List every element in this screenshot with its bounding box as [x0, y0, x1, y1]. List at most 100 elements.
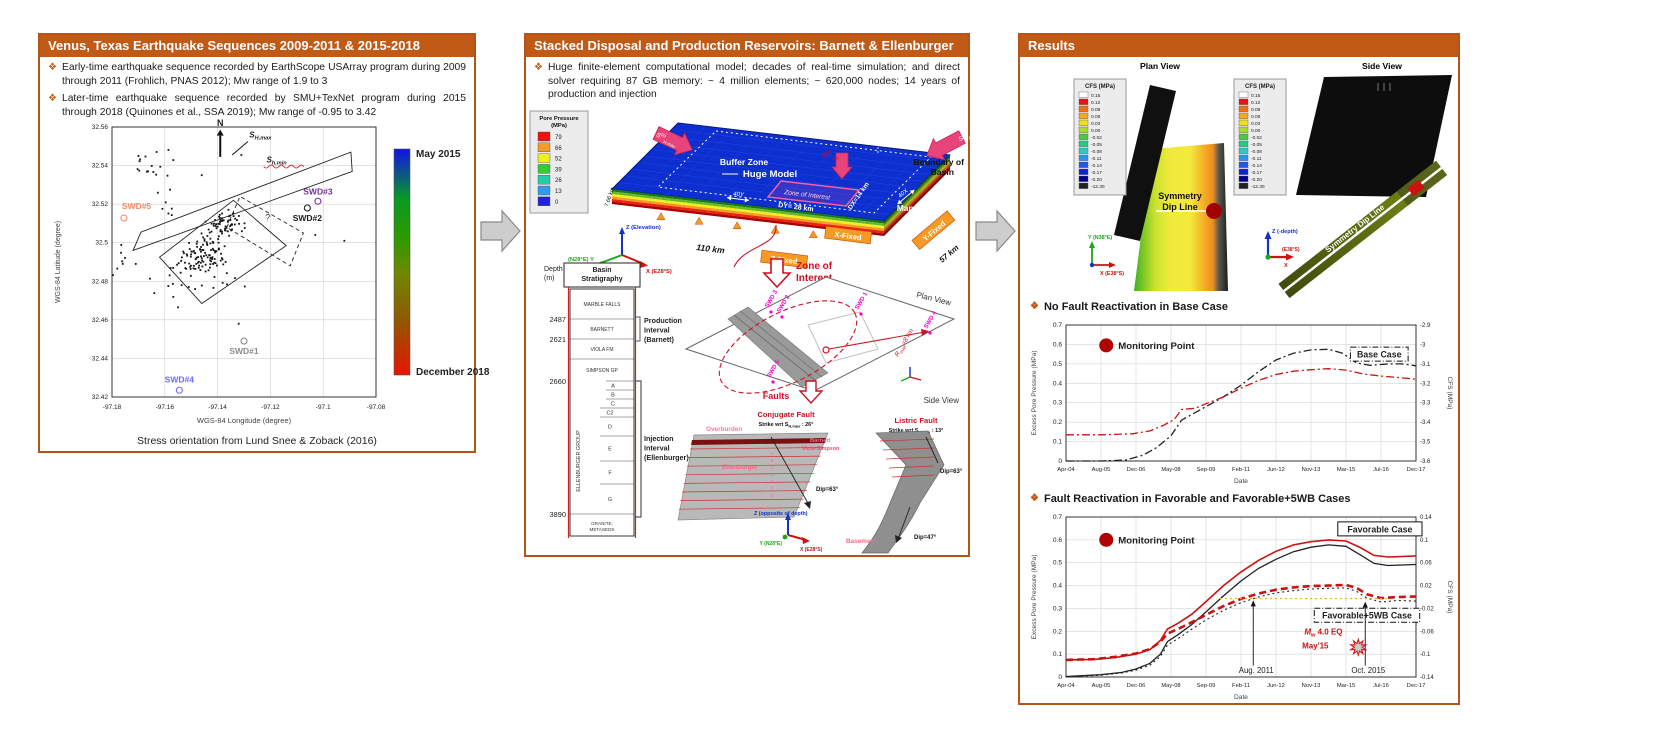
fault-bar [1114, 85, 1176, 241]
right-tick-label: -0.1 [1420, 652, 1431, 658]
legend-swatch [537, 175, 551, 185]
bullet-diamond-icon: ❖ [48, 62, 57, 73]
strata-lines [879, 438, 935, 478]
section-heading-1: ❖ No Fault Reactivation in Base Case [1030, 301, 1228, 313]
dip63a-label: Dip=63° [816, 487, 839, 493]
earthquake-point [240, 154, 243, 156]
x-tick-label: -97.14 [208, 404, 227, 411]
earthquake-point [188, 248, 191, 250]
fault-outline [158, 199, 287, 305]
legend-value: 0.06 [1251, 114, 1261, 120]
earthquake-point [195, 242, 198, 245]
earthquake-point [155, 151, 158, 153]
earthquake-point [209, 257, 212, 259]
cfs-colored-plane [1134, 143, 1228, 291]
earthquake-point [204, 251, 206, 254]
legend-value: 66 [555, 146, 562, 152]
earthquake-point [121, 262, 124, 265]
earthquake-point [226, 283, 228, 286]
earthquake-point [226, 230, 229, 233]
stratum-band [884, 162, 950, 231]
earthquake-point [224, 261, 227, 263]
earthquake-point [176, 263, 178, 266]
dim-110km: 110 km [696, 242, 726, 255]
legend-value: -0.02 [1091, 135, 1102, 141]
earthquake-point [199, 261, 202, 264]
earthquake-point [147, 170, 149, 173]
legend-title-1: Pore Pressure [539, 116, 579, 122]
x-tick-label: Apr-04 [1057, 467, 1075, 473]
axis-x-label: X [1284, 263, 1288, 269]
well-label: SWD#3 [303, 186, 333, 196]
x-tick-label: Sep-09 [1197, 467, 1216, 473]
y-tick-label: 32.44 [92, 355, 109, 362]
x-tick-label: -97.08 [367, 404, 386, 411]
red-marker [1407, 179, 1425, 197]
mesh-pattern [618, 126, 944, 218]
fault-stripe [739, 310, 823, 378]
x-tick-label: -97.18 [103, 404, 122, 411]
panel-earthquake-sequences: Venus, Texas Earthquake Sequences 2009-2… [38, 33, 490, 453]
axis-triad: Z (opposite of depth) Y (N28°E) X (E28°S… [754, 511, 823, 553]
earthquake-point [215, 227, 218, 230]
earthquake-point [221, 258, 224, 261]
earthquake-point [189, 274, 192, 277]
earthquake-point [211, 247, 214, 250]
legend-swatch [1238, 140, 1249, 147]
legend-swatch [537, 164, 551, 174]
legend-swatch [1078, 126, 1089, 133]
earthquake-point [200, 284, 203, 287]
earthquake-point [194, 268, 197, 270]
earthquake-point [215, 250, 218, 252]
earthquake-point [200, 255, 202, 258]
legend-swatch [537, 185, 551, 196]
earthquake-point [192, 267, 195, 270]
x-tick-label: May-08 [1161, 683, 1180, 689]
fault-plane-black [1296, 75, 1452, 197]
y-tick-label: 32.42 [92, 394, 109, 401]
earthquake-point [314, 234, 317, 236]
legend-value: 0.03 [1251, 121, 1261, 127]
section-heading-text: Fault Reactivation in Favorable and Favo… [1043, 493, 1351, 505]
monitoring-point-label: Monitoring Point [1118, 535, 1195, 546]
y-tick-label: 0.3 [1053, 605, 1062, 612]
stratum-line [885, 456, 935, 460]
earthquake-point [237, 322, 240, 325]
panel-middle-title: Stacked Disposal and Production Reservoi… [526, 35, 968, 57]
bullet-text: Later-time earthquake sequence recorded … [61, 93, 466, 118]
legend-swatch [1238, 112, 1249, 119]
earthquake-point [144, 155, 147, 158]
earthquake-point [167, 285, 170, 287]
faults-down-arrow-icon [798, 380, 824, 405]
zone-connector-line [733, 224, 777, 268]
x-tick-label: Sep-09 [1197, 683, 1216, 689]
injection-bracket [636, 380, 642, 518]
legend-swatch [1078, 119, 1089, 126]
layer-letter: B [771, 458, 774, 463]
x-axis-title: WGS-84 Longitude (degree) [197, 416, 292, 425]
well-marker [175, 386, 183, 394]
legend-value: -12.30 [1251, 184, 1265, 190]
earthquake-point [116, 267, 119, 270]
stratum-band [612, 196, 884, 231]
axis-y-label: Y (N38°E) [1088, 235, 1112, 241]
earthquake-point [192, 250, 195, 252]
earthquake-point [124, 256, 126, 259]
legend-swatch [1078, 98, 1089, 105]
strat-title: Basin [592, 267, 611, 274]
earthquake-point [221, 230, 223, 233]
earthquake-point [219, 229, 222, 231]
earthquake-point [112, 274, 114, 276]
stratum-band [612, 194, 884, 229]
production-interval-label: Interval [644, 326, 670, 335]
y-tick-label: 0.4 [1053, 380, 1062, 387]
earthquake-point [179, 271, 182, 274]
legend-swatch [1078, 168, 1089, 175]
legend-value: -0.20 [1091, 177, 1102, 183]
faults-side-view-figure: Conjugate Fault Strike wrt SH,max : 26° … [677, 410, 963, 554]
right-tick-label: 0.06 [1420, 561, 1432, 567]
legend-swatch [1238, 154, 1249, 161]
well-marker [314, 197, 322, 205]
earthquake-point [159, 165, 162, 168]
